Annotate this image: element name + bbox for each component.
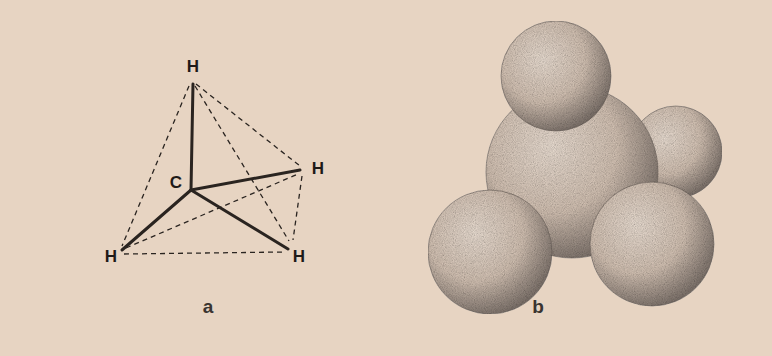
panel-letter: a: [203, 297, 214, 316]
atom-symbol: H: [105, 248, 117, 265]
panel-letter: b: [532, 297, 544, 316]
bond-lines: [122, 84, 300, 250]
hydrogen-sphere: [501, 21, 611, 131]
atom-symbol: H: [312, 160, 324, 177]
hydrogen-sphere: [590, 182, 714, 306]
atom-symbol: H: [293, 248, 305, 265]
hydrogen-sphere: [428, 190, 552, 314]
space-filling-model: [428, 21, 722, 314]
tetrahedron-edges: [122, 84, 302, 254]
atom-symbol: H: [187, 58, 199, 75]
atom-symbol: C: [170, 174, 182, 191]
tetrahedron-model: [122, 84, 302, 254]
